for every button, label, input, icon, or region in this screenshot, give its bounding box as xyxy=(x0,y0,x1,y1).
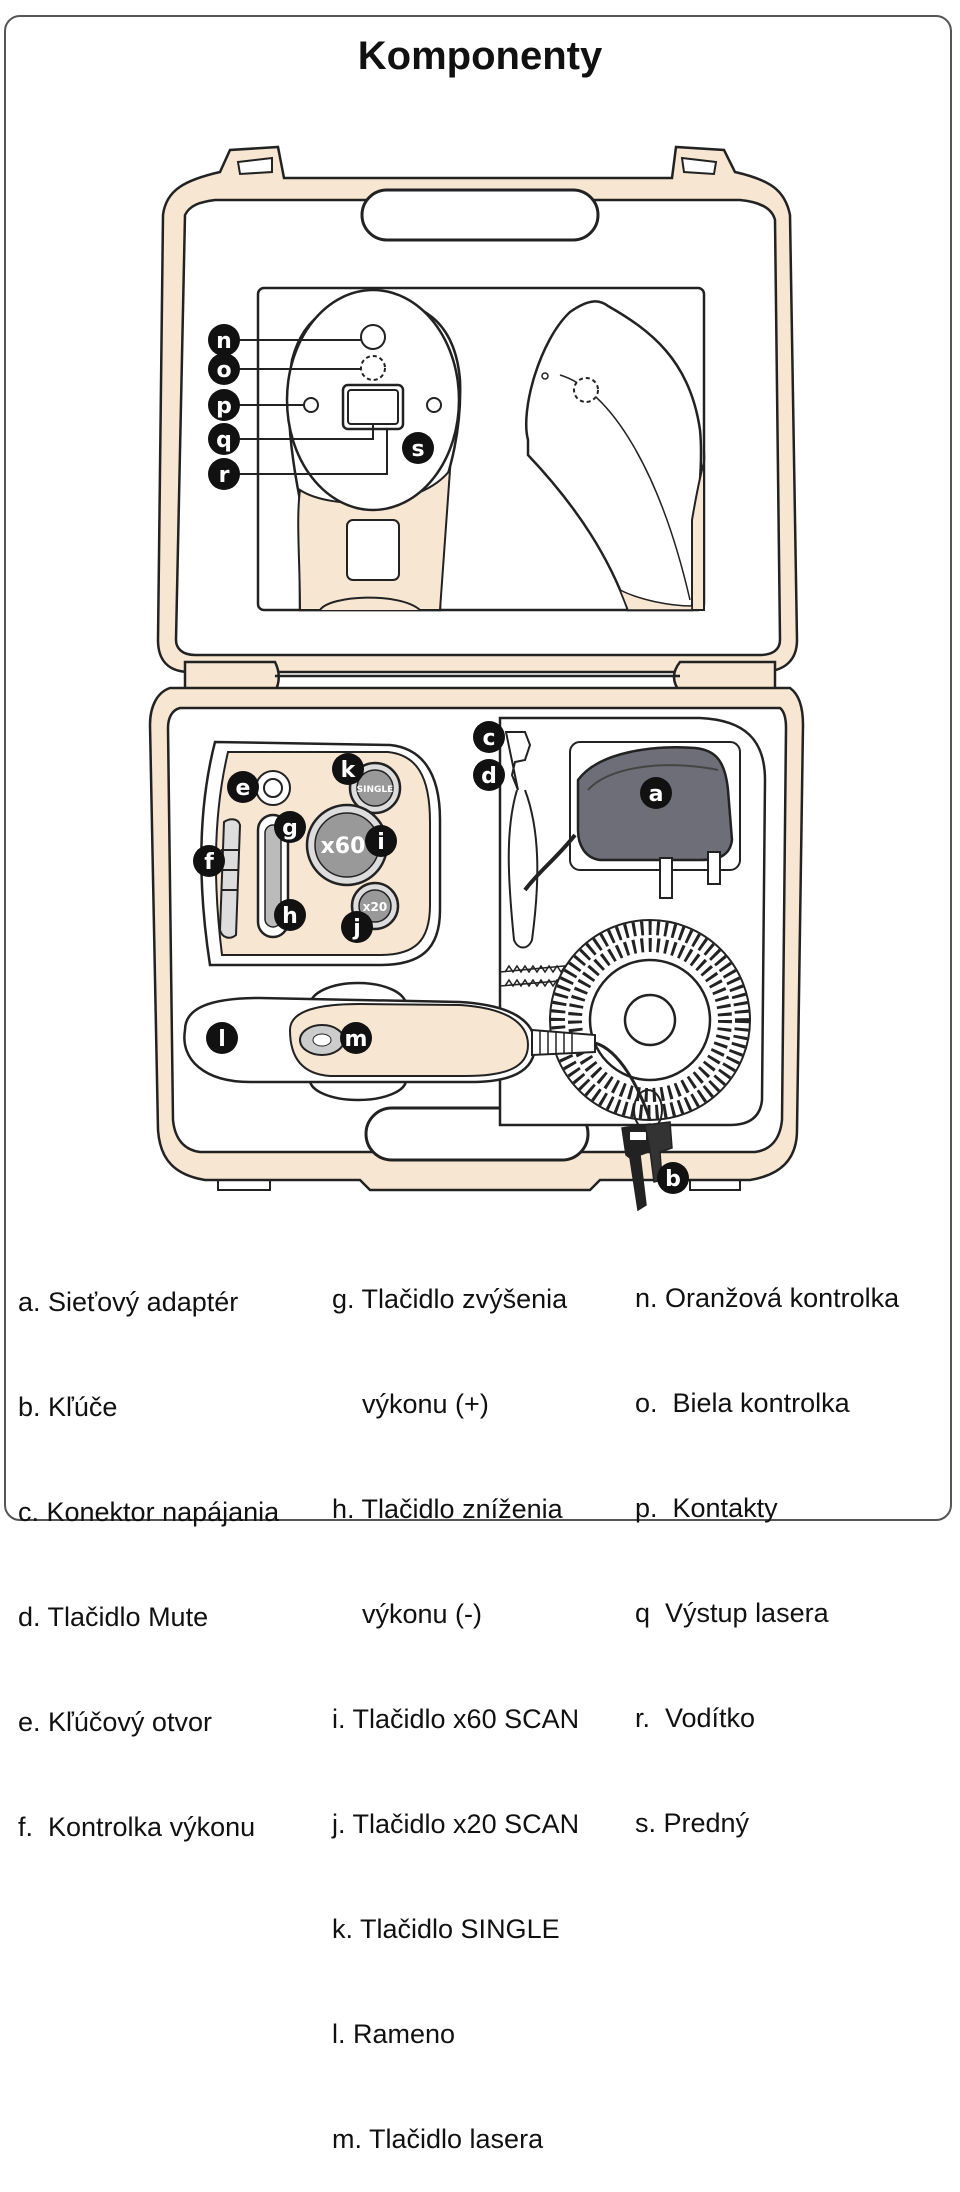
svg-text:h: h xyxy=(282,904,298,929)
svg-text:b: b xyxy=(665,1167,681,1192)
marker-a: a xyxy=(640,777,672,809)
adapter-compartment xyxy=(498,716,767,1127)
control-panel: SINGLE x60 x20 xyxy=(200,740,442,967)
legend-item: c. Konektor napájania xyxy=(18,1497,280,1527)
marker-g: g xyxy=(274,811,306,843)
svg-text:a: a xyxy=(649,782,664,807)
legend-item: g. Tlačidlo zvýšenia xyxy=(332,1284,568,1314)
legend-column-1: a. Sieťový adaptér b. Kľúče c. Konektor … xyxy=(18,1215,279,1880)
svg-text:e: e xyxy=(236,776,251,801)
legend-item: m. Tlačidlo lasera xyxy=(332,2124,544,2154)
legend-item: e. Kľúčový otvor xyxy=(18,1707,212,1737)
marker-s: s xyxy=(402,432,434,464)
case-diagram: SINGLE x60 x20 xyxy=(148,145,805,1212)
keys xyxy=(621,1089,673,1212)
svg-text:p: p xyxy=(216,394,232,419)
marker-f: f xyxy=(193,845,225,877)
legend-item: s. Predný xyxy=(635,1808,750,1838)
legend-item: l. Rameno xyxy=(332,2019,456,2049)
marker-p: p xyxy=(208,389,240,421)
svg-text:d: d xyxy=(481,764,497,789)
legend-item: h. Tlačidlo zníženia xyxy=(332,1494,563,1524)
svg-text:g: g xyxy=(282,816,298,841)
svg-text:o: o xyxy=(216,358,231,383)
svg-text:m: m xyxy=(345,1027,368,1052)
coiled-cable xyxy=(549,919,751,1121)
legend-item: p. Kontakty xyxy=(635,1493,778,1523)
legend-item: výkonu (+) xyxy=(332,1389,489,1419)
marker-b: b xyxy=(657,1162,689,1194)
svg-text:n: n xyxy=(216,329,232,354)
marker-e: e xyxy=(227,771,259,803)
legend-column-3: n. Oranžová kontrolka o. Biela kontrolka… xyxy=(635,1211,899,1876)
svg-text:l: l xyxy=(218,1027,226,1052)
case-hinge xyxy=(183,660,777,694)
page-title: Komponenty xyxy=(357,34,603,78)
marker-o: o xyxy=(208,353,240,385)
legend-item: a. Sieťový adaptér xyxy=(18,1287,239,1317)
svg-text:q: q xyxy=(216,428,232,453)
device-closeup-panel xyxy=(236,286,706,612)
svg-text:f: f xyxy=(204,850,214,875)
marker-r: r xyxy=(208,458,240,490)
svg-text:r: r xyxy=(219,463,230,488)
legend-item: o. Biela kontrolka xyxy=(635,1388,850,1418)
legend-item: b. Kľúče xyxy=(18,1392,118,1422)
marker-q: q xyxy=(208,423,240,455)
legend-column-2: g. Tlačidlo zvýšenia výkonu (+) h. Tlači… xyxy=(332,1212,579,2192)
legend-item: j. Tlačidlo x20 SCAN xyxy=(332,1809,580,1839)
x60-button-text: x60 xyxy=(321,834,366,859)
legend-item: k. Tlačidlo SINGLE xyxy=(332,1914,560,1944)
marker-k: k xyxy=(332,753,364,785)
svg-text:i: i xyxy=(377,830,385,855)
legend-item: q Výstup lasera xyxy=(635,1598,829,1628)
single-button-text: SINGLE xyxy=(357,785,394,795)
svg-text:k: k xyxy=(341,758,357,783)
legend-item: n. Oranžová kontrolka xyxy=(635,1283,900,1313)
svg-text:c: c xyxy=(482,726,495,751)
legend-item: r. Vodítko xyxy=(635,1703,756,1733)
legend-item: i. Tlačidlo x60 SCAN xyxy=(332,1704,580,1734)
legend-item: f. Kontrolka výkonu xyxy=(18,1812,256,1842)
legend-item: d. Tlačidlo Mute xyxy=(18,1602,209,1632)
handpiece xyxy=(183,981,652,1121)
marker-labels: a b c d e f g h i j k l m n o p q r s xyxy=(193,324,689,1194)
svg-text:j: j xyxy=(352,916,361,941)
x20-button-text: x20 xyxy=(363,900,387,914)
marker-c: c xyxy=(473,721,505,753)
legend-item: výkonu (-) xyxy=(332,1599,483,1629)
page-frame xyxy=(4,15,952,1521)
marker-i: i xyxy=(365,825,397,857)
marker-d: d xyxy=(473,759,505,791)
marker-l: l xyxy=(206,1022,238,1054)
marker-j: j xyxy=(341,911,373,943)
marker-m: m xyxy=(340,1022,372,1054)
marker-n: n xyxy=(208,324,240,356)
svg-text:s: s xyxy=(411,437,424,462)
marker-h: h xyxy=(274,899,306,931)
